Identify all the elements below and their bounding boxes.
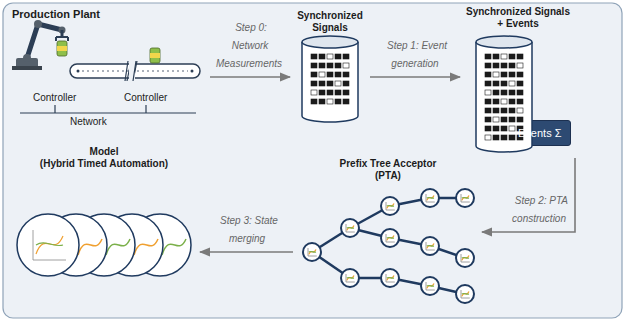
node-heading: Model (29, 146, 179, 158)
network-wire (20, 105, 196, 113)
step-arrow (370, 76, 460, 78)
robot-arm (12, 20, 68, 70)
database-symbol (301, 35, 359, 123)
component-label: Controller (33, 92, 76, 104)
text-holder: Production Plant (12, 8, 100, 20)
section-title: Production Plant (12, 8, 100, 20)
step-label-holder: Step 3: State merging (206, 210, 290, 246)
process-node: Model(Hybrid Timed Automation) (10, 146, 198, 288)
event-label: Events Σ (518, 126, 561, 140)
process-node: Synchronized Signals (292, 10, 368, 124)
text-column: Synchronized Signals + Events (462, 6, 574, 30)
component-label: Network (70, 116, 107, 128)
step-label: Step 1: Event generation (385, 40, 447, 69)
step-label: Step 2: PTA construction (512, 195, 568, 224)
step-arrow (482, 158, 575, 232)
step-label-holder: Step 1: Event generation (376, 35, 456, 71)
text-column: Prefix Tree Acceptor (PTA) (333, 158, 443, 182)
step-label: Step 0: Network Measurements (216, 22, 284, 69)
step-arrow (200, 251, 293, 253)
component-label: Controller (124, 92, 167, 104)
process-node: Prefix Tree Acceptor (PTA) (295, 158, 480, 310)
process-node: Production PlantController ControllerNetw… (8, 6, 208, 134)
step-label: Step 3: State merging (218, 215, 278, 244)
node-heading: Synchronized Signals (292, 10, 368, 34)
node-heading: Prefix Tree Acceptor (PTA) (333, 158, 443, 182)
panel (3, 3, 622, 318)
text-holder: Network (70, 116, 107, 128)
step-label-holder: Step 0: Network Measurements (214, 17, 286, 71)
text-column: Synchronized Signals (292, 10, 368, 34)
step-label-holder: Step 2: PTA construction (486, 190, 568, 226)
process-node: Events Σ Synchronized Signals + Events (462, 6, 580, 156)
node-heading: (Hybrid Timed Automation) (29, 158, 179, 170)
text-holder: Controller (33, 92, 76, 104)
conveyor (70, 48, 200, 81)
node-heading: Synchronized Signals + Events (462, 6, 574, 30)
text-holder: Controller (124, 92, 167, 104)
step-arrow (210, 76, 290, 78)
text-column: Model(Hybrid Timed Automation) (29, 146, 179, 170)
